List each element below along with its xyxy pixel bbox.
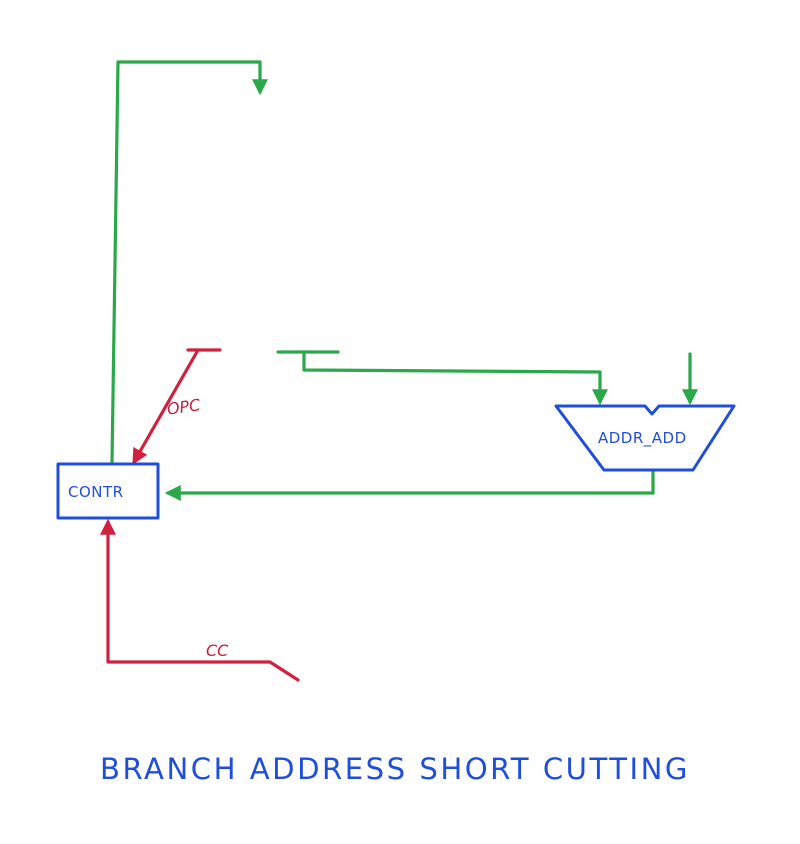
opcode-wire bbox=[132, 348, 200, 465]
opcode-label: OPC bbox=[166, 395, 203, 419]
adder-output-wire bbox=[164, 470, 655, 501]
diagram-caption: BRANCH ADDRESS SHORT CUTTING bbox=[100, 752, 690, 786]
controller-label: CONTR bbox=[68, 483, 124, 501]
condition-code-wire bbox=[100, 518, 300, 682]
adder-label: ADDR_ADD bbox=[598, 429, 687, 448]
controller-block bbox=[56, 462, 160, 520]
condition-code-label: CC bbox=[206, 641, 229, 660]
address-adder-block bbox=[554, 404, 736, 472]
adder-input-a-wire bbox=[302, 350, 608, 406]
branch-feedback-wire bbox=[110, 60, 268, 464]
